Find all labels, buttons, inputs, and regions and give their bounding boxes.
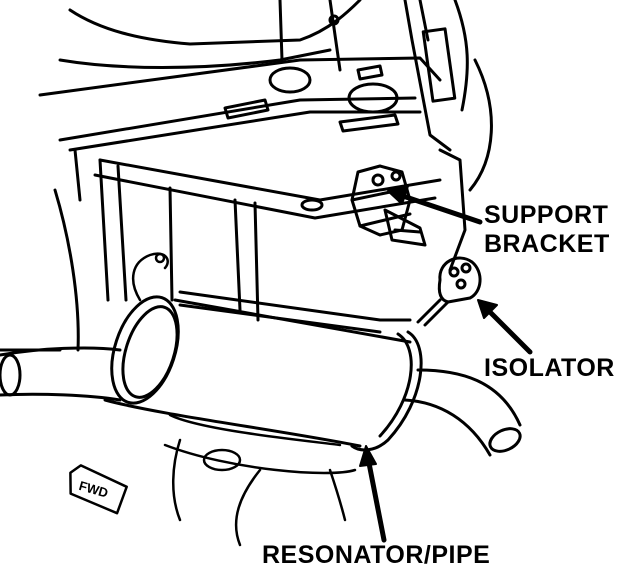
isolator-part: [416, 256, 482, 327]
support-bracket-arrow-head: [387, 185, 409, 205]
fwd-arrow-icon: [69, 464, 128, 515]
lower-floor-detail: [163, 413, 357, 547]
resonator-arrow-head: [359, 445, 377, 467]
fwd-direction-badge: FWD: [69, 464, 128, 515]
support-bracket-arrow: [397, 192, 483, 225]
resonator-arrow: [365, 455, 387, 543]
underbody-floor-pan: [0, 0, 493, 352]
support-bracket: [350, 164, 427, 247]
support-bracket-label-line1: SUPPORT: [484, 201, 609, 229]
support-bracket-label-line2: BRACKET: [484, 230, 610, 258]
isolator-arrow-head: [477, 299, 498, 319]
isolator-label: ISOLATOR: [484, 354, 615, 382]
leader-arrows: [359, 185, 533, 543]
resonator-pipe-label: RESONATOR/PIPE: [262, 541, 491, 569]
isolator-arrow: [485, 307, 533, 355]
hanger-wire: [131, 252, 169, 302]
resonator-assembly: [0, 295, 522, 457]
